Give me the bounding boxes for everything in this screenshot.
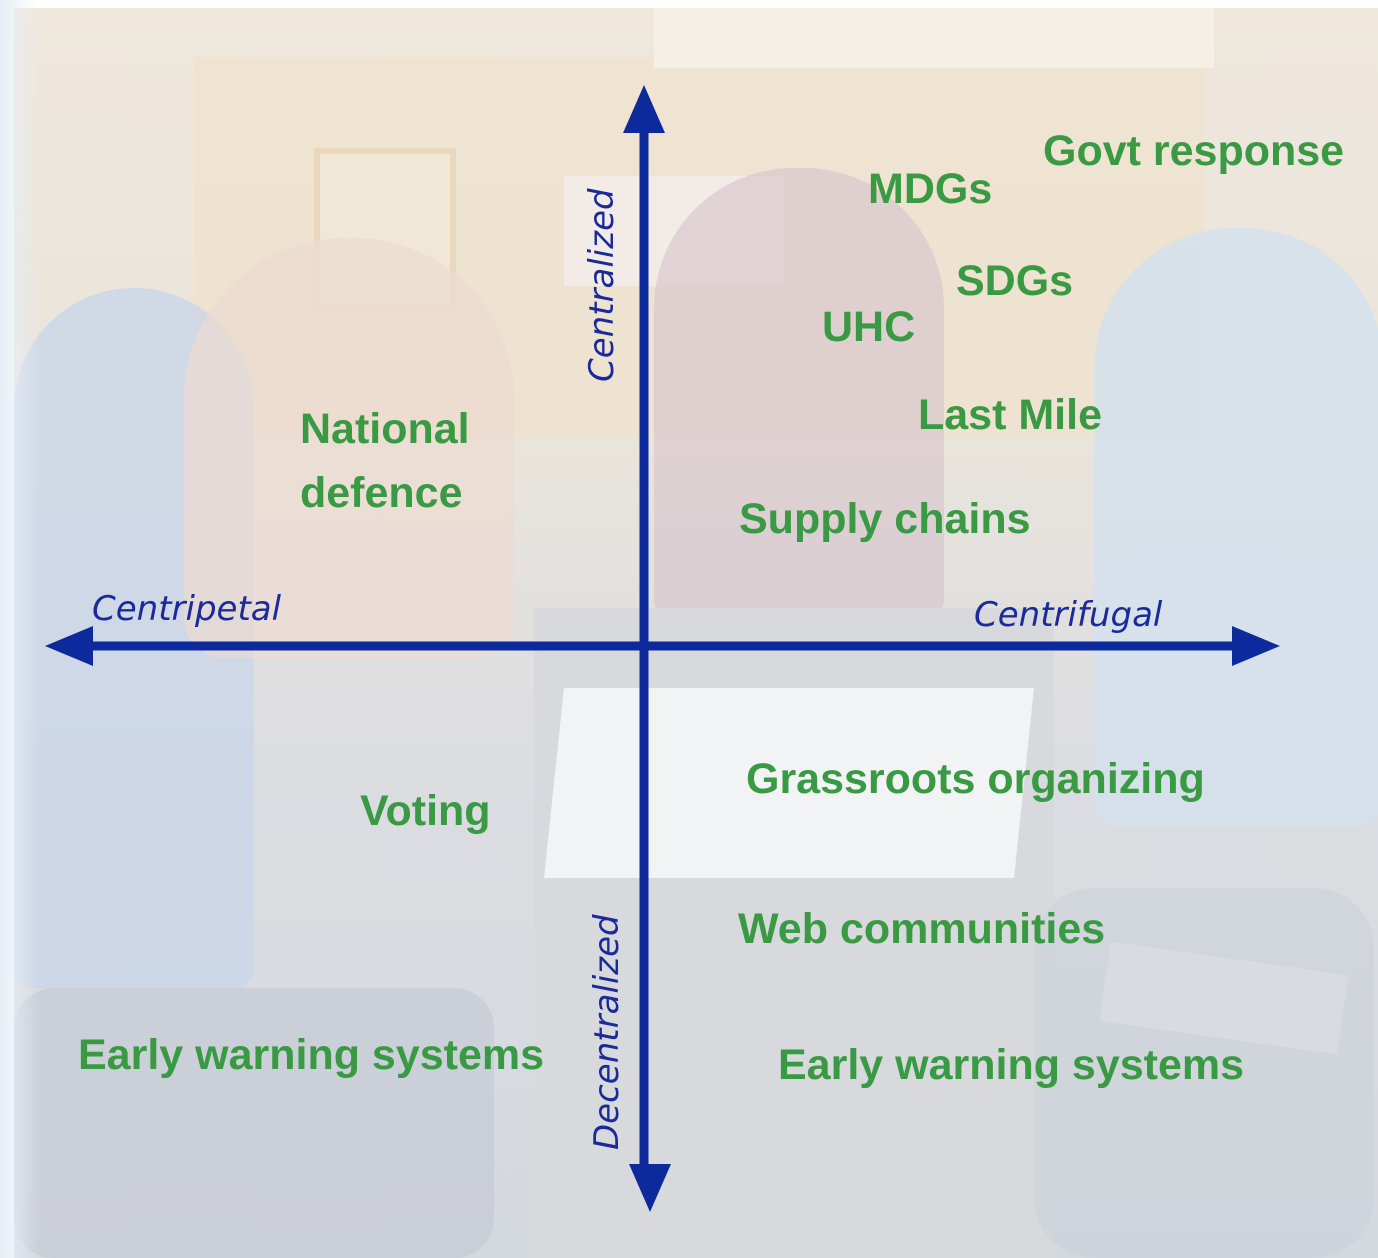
item-govt-response: Govt response	[1043, 127, 1345, 175]
item-web-communities: Web communities	[738, 905, 1106, 953]
arrow-right-icon	[1232, 626, 1280, 666]
person-bottom-right	[1034, 888, 1374, 1258]
arrow-up-icon	[623, 85, 665, 133]
window-opening	[654, 8, 1214, 68]
background-photo	[14, 8, 1378, 1258]
item-sdgs: SDGs	[956, 257, 1074, 305]
person-bottom-left	[14, 988, 494, 1258]
person-left-center	[184, 238, 514, 658]
left-fade	[0, 0, 40, 1258]
axis-label-centripetal: Centripetal	[92, 589, 282, 629]
item-mdgs: MDGs	[868, 165, 993, 213]
person-right	[1094, 228, 1378, 828]
item-national-defence-line2: defence	[300, 469, 463, 517]
item-uhc: UHC	[822, 303, 916, 351]
item-voting: Voting	[360, 787, 491, 835]
item-supply-chains: Supply chains	[739, 495, 1031, 543]
axis-label-decentralized: Decentralized	[587, 914, 627, 1150]
arrow-left-icon	[45, 626, 93, 666]
item-early-warning-left: Early warning systems	[78, 1031, 545, 1079]
item-grassroots-organizing: Grassroots organizing	[746, 755, 1205, 803]
item-early-warning-right: Early warning systems	[778, 1041, 1245, 1089]
person-center	[654, 168, 944, 628]
item-national-defence-line1: National	[300, 405, 470, 453]
axis-label-centralized: Centralized	[582, 188, 622, 382]
arrow-down-icon	[629, 1164, 671, 1212]
axis-label-centrifugal: Centrifugal	[974, 595, 1163, 635]
item-last-mile: Last Mile	[918, 391, 1102, 439]
